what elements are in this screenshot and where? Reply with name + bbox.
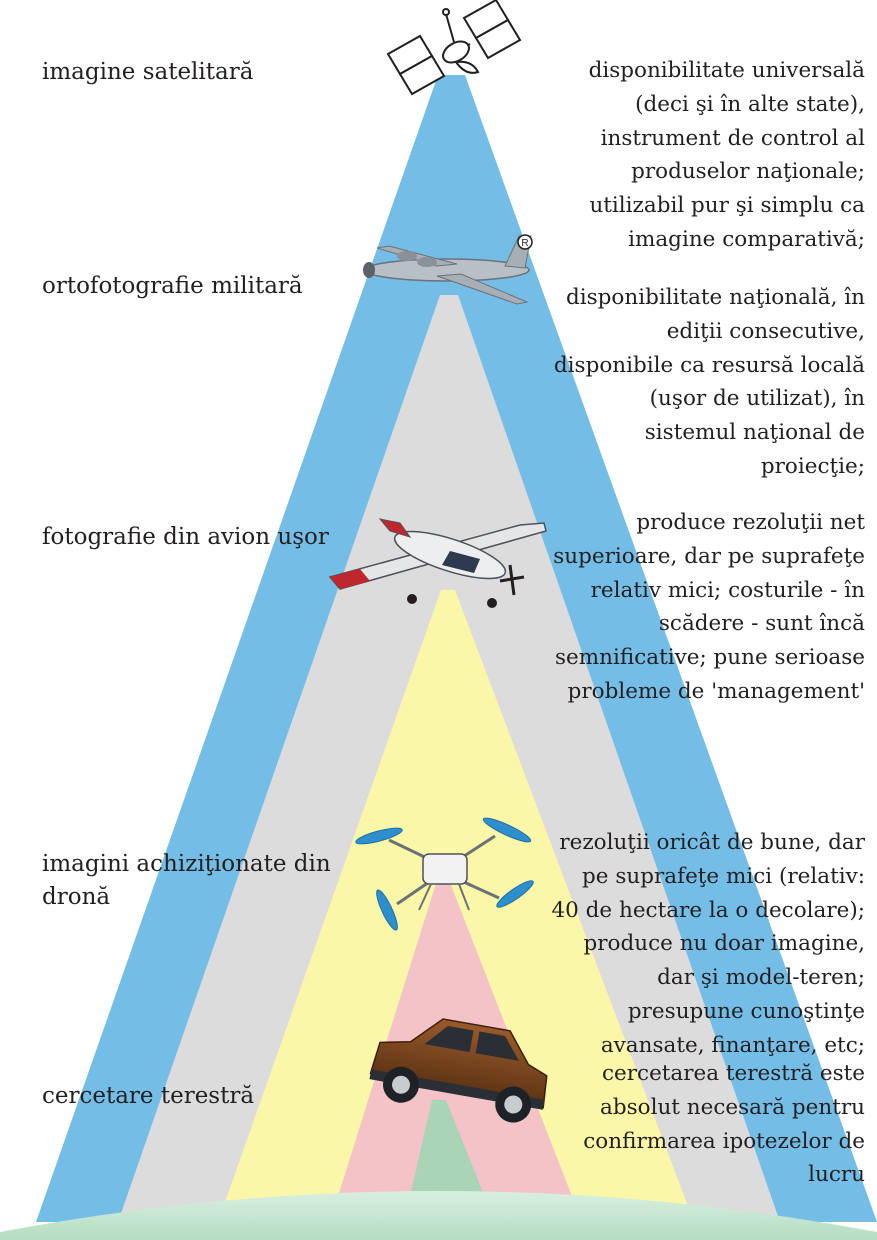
description-line: imagine comparativă; [535, 223, 865, 257]
description-line: produce rezoluţii net [535, 506, 865, 540]
description-military-orthophoto: disponibilitate naţională, în ediţii con… [535, 281, 865, 484]
description-line: scădere - sunt încă [535, 607, 865, 641]
description-line: ediţii consecutive, [535, 315, 865, 349]
description-satellite: disponibilitate universală (deci şi în a… [535, 54, 865, 257]
svg-text:R: R [521, 238, 528, 249]
level-label-ground-survey: cercetare terestră [42, 1080, 254, 1113]
description-line: confirmarea ipotezelor de [535, 1125, 865, 1159]
description-light-airplane: produce rezoluţii net superioare, dar pe… [535, 506, 865, 709]
description-line: rezoluţii oricât de bune, dar [535, 826, 865, 860]
description-line: dar şi model-teren; [535, 961, 865, 995]
description-line: (uşor de utilizat), în [535, 382, 865, 416]
description-line: sistemul naţional de [535, 416, 865, 450]
description-line: disponibilitate universală [535, 54, 865, 88]
level-label-drone-line-2: dronă [42, 881, 331, 914]
description-line: (deci şi în alte state), [535, 88, 865, 122]
level-label-drone: imagini achiziţionate din dronă [42, 848, 331, 914]
description-line: presupune cunoştinţe [535, 995, 865, 1029]
description-line: 40 de hectare la o decolare); [535, 894, 865, 928]
description-line: semnificative; pune serioase [535, 641, 865, 675]
description-ground-survey: cercetarea terestră este absolut necesar… [535, 1057, 865, 1192]
description-line: absolut necesară pentru [535, 1091, 865, 1125]
description-line: utilizabil pur şi simplu ca [535, 189, 865, 223]
description-line: cercetarea terestră este [535, 1057, 865, 1091]
level-label-military-orthophoto: ortofotografie militară [42, 270, 303, 303]
description-line: superioare, dar pe suprafeţe [535, 540, 865, 574]
description-line: probleme de 'management' [535, 675, 865, 709]
description-line: disponibilitate naţională, în [535, 281, 865, 315]
description-line: pe suprafeţe mici (relativ: [535, 860, 865, 894]
level-label-light-airplane: fotografie din avion uşor [42, 521, 329, 554]
level-label-satellite: imagine satelitară [42, 56, 253, 89]
description-line: instrument de control al [535, 122, 865, 156]
level-label-drone-line-1: imagini achiziţionate din [42, 848, 331, 881]
description-line: relativ mici; costurile - în [535, 574, 865, 608]
description-line: produce nu doar imagine, [535, 927, 865, 961]
description-line: disponibile ca resursă locală [535, 349, 865, 383]
description-line: proiecţie; [535, 450, 865, 484]
description-line: lucru [535, 1158, 865, 1192]
description-drone: rezoluţii oricât de bune, dar pe suprafe… [535, 826, 865, 1063]
description-line: produselor naţionale; [535, 155, 865, 189]
